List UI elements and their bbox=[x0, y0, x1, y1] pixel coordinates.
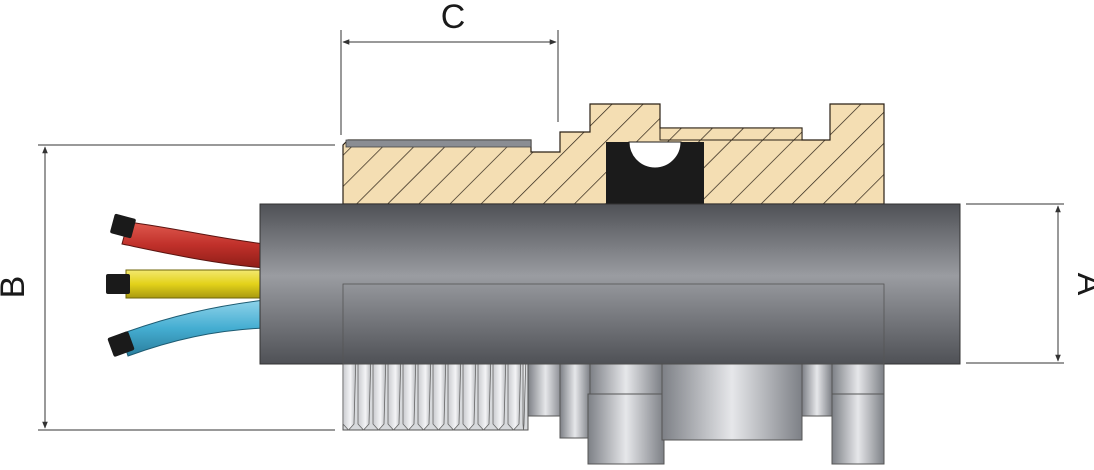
cap-plate bbox=[659, 127, 803, 141]
dimension-label-a: A bbox=[1070, 273, 1094, 296]
blue-wire-tip bbox=[107, 331, 135, 357]
red-wire bbox=[121, 221, 266, 269]
dimension-label-c: C bbox=[441, 0, 466, 36]
dimension-b: B bbox=[0, 144, 335, 431]
gland-section bbox=[342, 103, 885, 205]
dimension-c: C bbox=[340, 0, 559, 135]
seal-o-ring-gap bbox=[628, 141, 682, 169]
red-wire-tip bbox=[110, 213, 136, 239]
dimension-a: A bbox=[966, 203, 1094, 364]
yellow-wire bbox=[125, 269, 267, 299]
dimension-label-b: B bbox=[0, 276, 32, 299]
wires bbox=[106, 213, 267, 357]
cap-nut-foot bbox=[831, 393, 885, 465]
gland-inner-front bbox=[342, 283, 885, 365]
entry-top-strip bbox=[345, 139, 532, 148]
body-hex-foot bbox=[587, 393, 665, 465]
blue-wire bbox=[120, 299, 266, 357]
yellow-wire-tip bbox=[106, 274, 130, 294]
